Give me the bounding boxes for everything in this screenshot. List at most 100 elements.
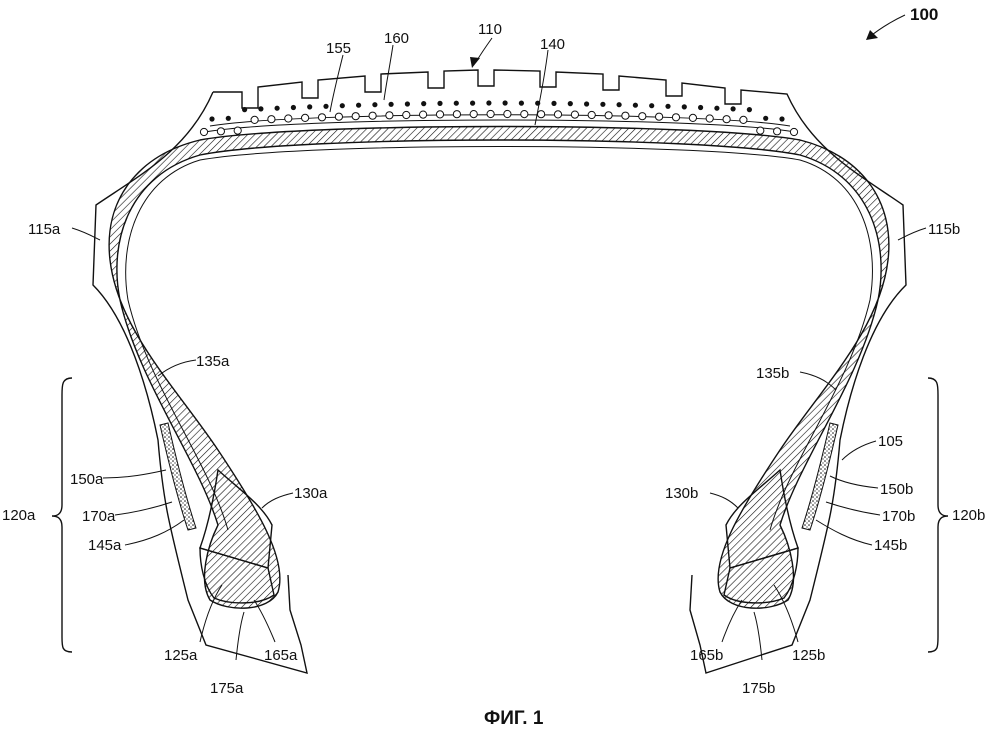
filled-cord-dot <box>584 101 589 106</box>
inner-liner <box>126 147 873 531</box>
open-cord-circle <box>453 111 460 118</box>
label-150b: 150b <box>880 481 913 498</box>
open-cord-circle <box>200 128 207 135</box>
open-cord-circle <box>318 114 325 121</box>
label-150a: 150a <box>70 471 104 488</box>
open-cord-circle <box>706 115 713 122</box>
filled-cord-dot <box>389 102 394 107</box>
figure-caption: ФИГ. 1 <box>484 708 544 729</box>
label-130a: 130a <box>294 485 328 502</box>
filled-cord-dot <box>519 101 524 106</box>
label-140: 140 <box>540 36 565 53</box>
filled-cord-dot <box>340 103 345 108</box>
filled-cord-dot <box>307 104 312 109</box>
filled-cord-dot <box>714 106 719 111</box>
label-135b: 135b <box>756 365 789 382</box>
label-170a: 170a <box>82 508 116 525</box>
label-175b: 175b <box>742 680 775 697</box>
label-170b: 170b <box>882 508 915 525</box>
open-cord-circle <box>470 111 477 118</box>
filled-cord-dot <box>486 100 491 105</box>
filled-cord-dot <box>226 116 231 121</box>
open-cord-circle <box>403 111 410 118</box>
open-cord-circle <box>656 113 663 120</box>
label-160: 160 <box>384 30 409 47</box>
label-115a: 115a <box>28 221 61 238</box>
open-cord-circle <box>268 116 275 123</box>
filled-cord-dot <box>633 103 638 108</box>
open-cord-circle <box>538 111 545 118</box>
open-cord-circle <box>285 115 292 122</box>
brace-120b <box>928 378 948 652</box>
filled-cord-dot <box>209 116 214 121</box>
open-cord-circle <box>352 113 359 120</box>
label-120b: 120b <box>952 507 985 524</box>
open-cord-circle <box>622 112 629 119</box>
open-cord-circle <box>217 128 224 135</box>
filled-cord-dot <box>503 100 508 105</box>
open-cord-circle <box>436 111 443 118</box>
label-120a: 120a <box>2 507 36 524</box>
filled-cord-dot <box>551 101 556 106</box>
open-cord-circle <box>723 116 730 123</box>
label-165a: 165a <box>264 647 298 664</box>
filled-cord-dot <box>323 104 328 109</box>
open-cord-circle <box>386 112 393 119</box>
label-175a: 175a <box>210 680 244 697</box>
open-cord-circle <box>420 111 427 118</box>
open-cord-circle <box>554 111 561 118</box>
label-155: 155 <box>326 40 351 57</box>
leader-lines <box>72 15 926 660</box>
filled-cord-dot <box>731 106 736 111</box>
filled-cord-dot <box>747 107 752 112</box>
label-135a: 135a <box>196 353 230 370</box>
label-145b: 145b <box>874 537 907 554</box>
arrow-110 <box>470 57 480 68</box>
filled-cord-dot <box>568 101 573 106</box>
open-cord-circle <box>571 111 578 118</box>
open-cord-circle <box>774 128 781 135</box>
label-115b: 115b <box>928 221 960 238</box>
open-cord-circle <box>335 113 342 120</box>
open-cord-circle <box>234 127 241 134</box>
open-cord-circle <box>672 114 679 121</box>
filled-cord-dot <box>665 104 670 109</box>
filled-cord-dot <box>698 105 703 110</box>
brace-120a <box>52 378 72 652</box>
filled-cord-dot <box>356 103 361 108</box>
open-cord-circle <box>302 114 309 121</box>
filled-cord-dot <box>470 101 475 106</box>
filled-cord-dot <box>600 102 605 107</box>
open-cord-circle <box>521 111 528 118</box>
filled-cord-dot <box>779 116 784 121</box>
open-cord-circle <box>740 116 747 123</box>
open-cord-circle <box>487 110 494 117</box>
open-cord-circle <box>639 113 646 120</box>
open-cord-circle <box>757 127 764 134</box>
open-cord-circle <box>588 111 595 118</box>
filled-cord-dot <box>405 101 410 106</box>
open-cord-circle <box>790 128 797 135</box>
open-cord-circle <box>689 114 696 121</box>
filled-cord-dot <box>275 106 280 111</box>
filled-cord-dot <box>437 101 442 106</box>
filled-cord-dot <box>617 102 622 107</box>
label-100: 100 <box>910 5 938 24</box>
label-125b: 125b <box>792 647 825 664</box>
filled-cord-dot <box>763 116 768 121</box>
label-125a: 125a <box>164 647 198 664</box>
label-130b: 130b <box>665 485 698 502</box>
label-165b: 165b <box>690 647 723 664</box>
filled-cord-dot <box>454 101 459 106</box>
label-145a: 145a <box>88 537 122 554</box>
open-cord-circle <box>605 112 612 119</box>
open-cord-circle <box>504 110 511 117</box>
open-cord-circle <box>369 112 376 119</box>
filled-cord-dot <box>258 106 263 111</box>
filled-cord-dot <box>649 103 654 108</box>
filled-cord-dot <box>372 102 377 107</box>
filled-cord-dot <box>291 105 296 110</box>
open-cord-circle <box>251 116 258 123</box>
filled-cord-dot <box>682 104 687 109</box>
